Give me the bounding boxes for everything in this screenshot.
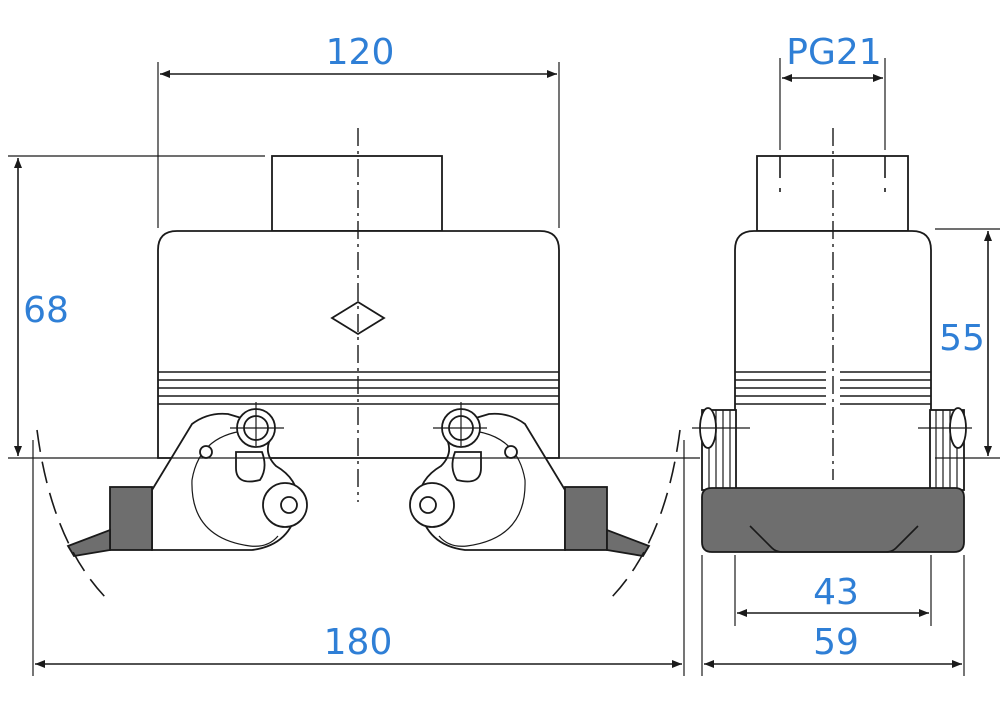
dim-text-pg21: PG21	[786, 32, 881, 73]
dim-text-43: 43	[813, 572, 859, 613]
dim-text-180: 180	[324, 622, 393, 663]
front-view: 120 68 180	[8, 32, 700, 676]
side-ribs	[735, 371, 931, 405]
front-cable-entry	[271, 155, 443, 232]
front-housing	[157, 230, 560, 459]
left-swing-arc	[36, 429, 111, 603]
dim-text-68: 68	[23, 290, 69, 331]
side-base-plate	[701, 487, 965, 553]
dim-text-59: 59	[813, 622, 859, 663]
right-lever	[409, 402, 651, 557]
dim-text-55: 55	[939, 318, 985, 359]
side-lever-right	[918, 407, 972, 491]
right-swing-arc	[606, 429, 681, 603]
side-base-notch	[749, 525, 919, 553]
side-view: PG21 55 43 59	[692, 32, 1000, 676]
left-lever	[66, 402, 308, 557]
dim-text-120: 120	[326, 32, 395, 73]
